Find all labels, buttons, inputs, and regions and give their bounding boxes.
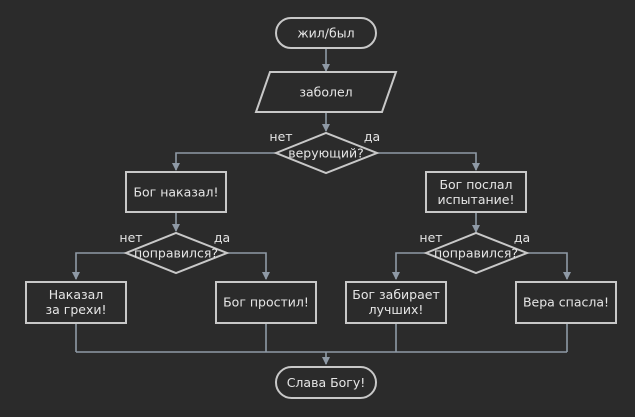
leaf-right-left-node: Бог забирает лучших!	[345, 281, 447, 324]
end-label: Слава Богу!	[287, 375, 366, 390]
decision-right-no-label: нет	[419, 230, 442, 245]
leaf-right-right-node: Вера спасла!	[515, 281, 617, 324]
input-label: заболел	[299, 85, 352, 100]
leaf-right-left-label-line1: Бог забирает	[352, 287, 439, 302]
edge-main-no	[172, 152, 276, 171]
edge-left-no	[72, 252, 126, 280]
process-left-node: Бог наказал!	[125, 171, 227, 213]
leaf-left-right-label: Бог простил!	[223, 295, 309, 310]
edge-left-yes	[227, 252, 270, 280]
leaf-left-right-node: Бог простил!	[215, 281, 317, 324]
process-right-label-line2: испытание!	[438, 192, 515, 207]
decision-right-label: поправился?	[434, 246, 518, 261]
start-label: жил/был	[297, 26, 354, 41]
process-right-node: Бог послал испытание!	[425, 171, 527, 213]
end-node: Слава Богу!	[275, 366, 377, 399]
decision-left-label: поправился?	[134, 246, 218, 261]
process-left-label: Бог наказал!	[133, 185, 218, 200]
decision-main-yes-label: да	[364, 129, 380, 144]
decision-right-node: поправился?	[423, 231, 530, 275]
edge-right-yes	[527, 252, 571, 280]
leaf-left-left-label-line1: Наказал	[49, 287, 104, 302]
decision-main-node: верующий?	[273, 131, 380, 175]
start-node: жил/был	[275, 17, 377, 49]
leaf-right-left-label-line2: лучших!	[369, 302, 424, 317]
connectors	[72, 48, 571, 365]
edge-right-no	[392, 252, 426, 280]
leaf-right-right-label: Вера спасла!	[523, 295, 609, 310]
process-right-label-line1: Бог послал	[439, 177, 512, 192]
decision-left-yes-label: да	[214, 230, 230, 245]
leaf-left-left-label-line2: за грехи!	[45, 302, 106, 317]
decision-left-no-label: нет	[119, 230, 142, 245]
input-node: заболел	[254, 71, 398, 113]
decision-right-yes-label: да	[514, 230, 530, 245]
decision-main-label: верующий?	[288, 146, 364, 161]
decision-left-node: поправился?	[123, 231, 230, 275]
leaf-left-left-node: Наказал за грехи!	[25, 281, 127, 324]
edge-main-yes	[377, 152, 480, 171]
decision-main-no-label: нет	[269, 129, 292, 144]
